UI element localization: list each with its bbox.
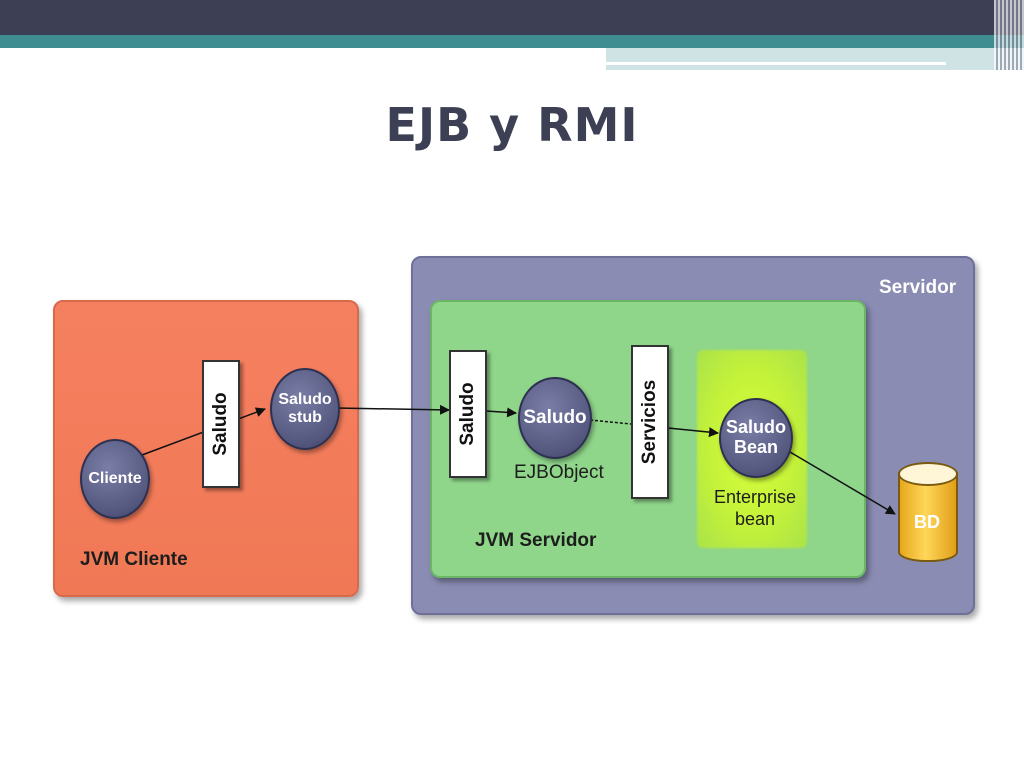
header-dark-bar xyxy=(0,0,1024,35)
database-top xyxy=(898,462,958,486)
services-bar: Servicios xyxy=(631,345,669,499)
server-interface-bar: Saludo xyxy=(449,350,487,478)
database-label: BD xyxy=(914,512,940,532)
jvm-client-label: JVM Cliente xyxy=(80,549,188,570)
client-interface-label: Saludo xyxy=(210,392,231,456)
cliente-node: Cliente xyxy=(80,439,150,519)
bean-caption-line2: bean xyxy=(734,508,776,529)
cliente-node-label: Cliente xyxy=(88,470,142,488)
header-light-bar xyxy=(606,48,1024,70)
database-icon: BD xyxy=(898,462,958,570)
header-edge-stripes xyxy=(994,0,1024,70)
saludo-bean-node: Saludo Bean xyxy=(719,398,793,478)
database-body xyxy=(898,472,958,562)
ejbobject-node-label: Saludo xyxy=(523,406,587,428)
header-teal-bar xyxy=(0,35,1024,48)
server-interface-label: Saludo xyxy=(457,382,478,446)
enterprise-bean-caption: Enterprise bean xyxy=(700,487,810,530)
client-interface-bar: Saludo xyxy=(202,360,240,488)
saludo-stub-node: Saludo stub xyxy=(270,368,340,450)
stub-node-line2: stub xyxy=(288,409,322,426)
header-light-line xyxy=(606,62,946,65)
bean-caption-line1: Enterprise xyxy=(713,487,797,507)
ejbobject-caption: EJBObject xyxy=(514,462,604,483)
services-bar-label: Servicios xyxy=(639,379,660,465)
jvm-server-label: JVM Servidor xyxy=(475,530,597,551)
ejbobject-node: Saludo xyxy=(518,377,592,459)
slide-title: EJB y RMI xyxy=(385,98,639,152)
stub-node-line1: Saludo xyxy=(278,391,332,409)
bean-node-line2: Bean xyxy=(733,437,778,457)
bean-node-line1: Saludo xyxy=(725,417,786,438)
server-label: Servidor xyxy=(879,277,957,298)
